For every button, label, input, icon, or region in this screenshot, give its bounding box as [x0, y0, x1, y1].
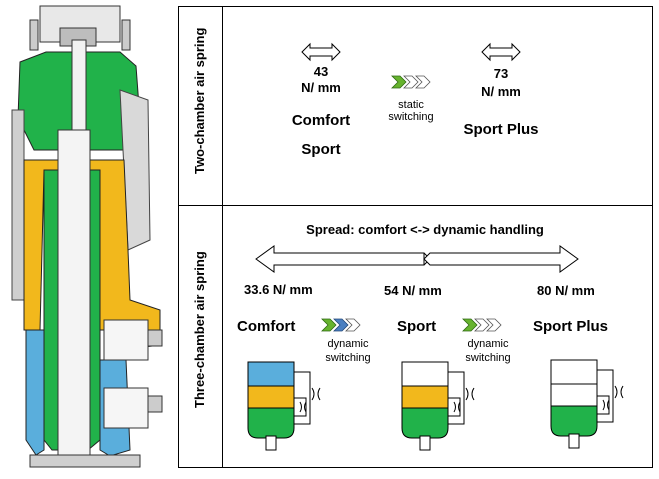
dynamic-switching-chevrons-icon [321, 318, 361, 332]
dynamic-switching-a-label-1: dynamic [327, 338, 369, 350]
two-chamber-right-value: 73 [493, 66, 509, 81]
air-spring-cutaway-illustration [0, 0, 178, 474]
dynamic-switching-b-label-1: dynamic [467, 338, 509, 350]
double-arrow-icon [481, 42, 521, 62]
three-chamber-value-2: 54 N/ mm [384, 283, 442, 298]
three-chamber-mode-sport: Sport [397, 318, 437, 335]
spread-label: Spread: comfort <-> dynamic handling [306, 222, 544, 237]
three-chamber-value-3: 80 N/ mm [537, 283, 595, 298]
dynamic-switching-chevrons-icon [462, 318, 502, 332]
mode-sport-plus-label: Sport Plus [463, 121, 539, 138]
dynamic-switching-a-label-2: switching [325, 352, 371, 364]
three-chamber-mode-sport-plus: Sport Plus [533, 318, 609, 335]
two-chamber-left-value: 43 [313, 64, 329, 79]
mode-comfort-label: Comfort [291, 112, 351, 129]
static-switching-label-2: switching [388, 111, 434, 123]
chamber-schematic-comfort [247, 361, 321, 451]
chamber-schematic-sport-plus [550, 359, 624, 449]
mode-sport-label: Sport [301, 141, 341, 158]
two-chamber-section-label: Two-chamber air spring [192, 27, 207, 174]
three-chamber-mode-comfort: Comfort [237, 318, 296, 335]
static-switching-label-1: static [398, 99, 424, 111]
chamber-schematic-sport [401, 361, 475, 451]
dynamic-switching-b-label-2: switching [465, 352, 511, 364]
two-chamber-right-unit: N/ mm [481, 84, 521, 99]
three-chamber-value-1: 33.6 N/ mm [244, 282, 313, 297]
static-switching-chevrons-icon [391, 75, 431, 89]
label-column-divider [222, 6, 223, 468]
diagram-frame [178, 6, 653, 468]
cutaway-drawing [11, 5, 163, 468]
double-arrow-icon [301, 42, 341, 62]
section-divider [178, 205, 653, 206]
three-chamber-section-label: Three-chamber air spring [192, 251, 207, 408]
spread-double-arrow-icon [255, 245, 579, 273]
two-chamber-left-unit: N/ mm [301, 80, 341, 95]
